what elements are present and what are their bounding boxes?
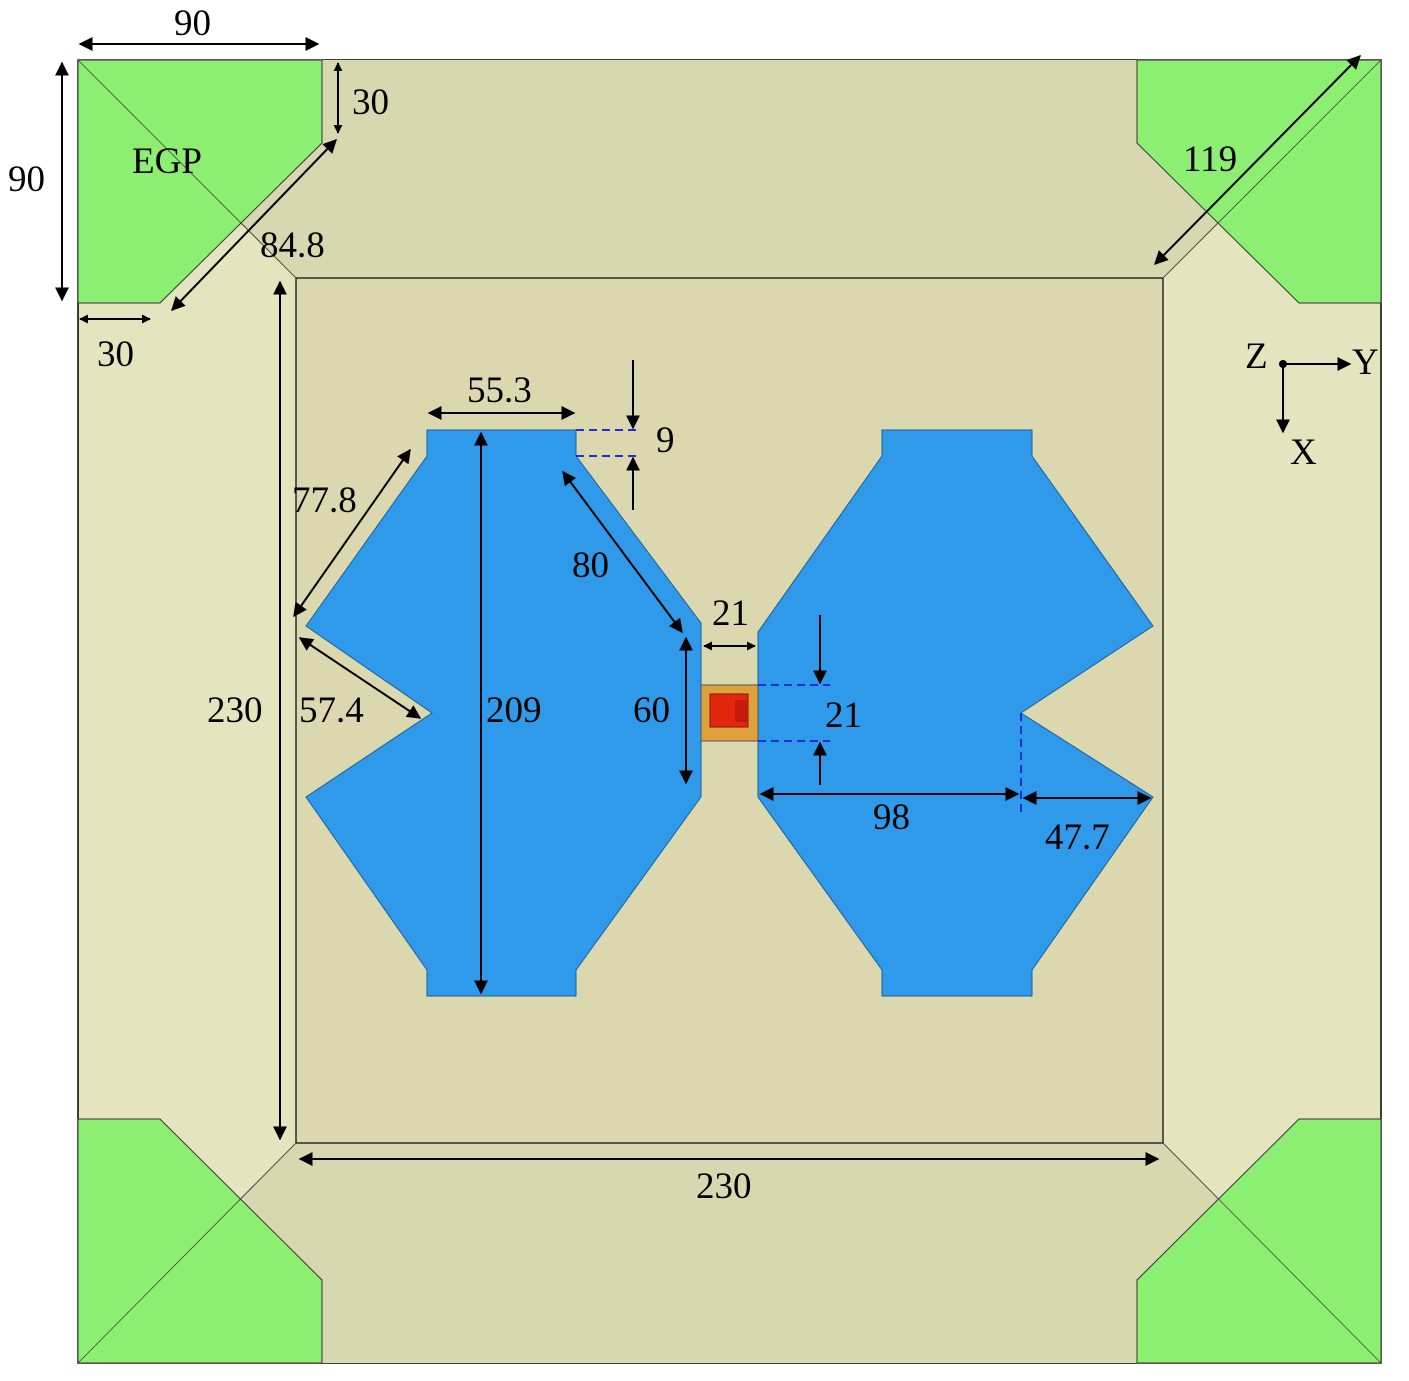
frame-top: [78, 60, 1381, 278]
dim-notch-vertical: 30: [352, 82, 389, 123]
patch-right: [757, 429, 1154, 997]
dim-patch-span: 98: [873, 797, 910, 838]
coordinate-axes: [1276, 357, 1352, 434]
dim-arrow-notch-edge: [298, 637, 422, 719]
dim-egp-height: 90: [8, 159, 45, 200]
dim-patch-step: 9: [656, 420, 675, 461]
dim-egp-width: 90: [174, 3, 211, 44]
egp-label: EGP: [132, 141, 202, 182]
axis-x-label: X: [1290, 432, 1317, 473]
dim-notch-depth: 47.7: [1045, 817, 1110, 858]
dim-notch-horizontal: 30: [97, 334, 134, 375]
dim-patch-outer-edge: 77.8: [292, 480, 357, 521]
dim-patch-length: 209: [486, 690, 542, 731]
axis-y-label: Y: [1352, 342, 1379, 383]
dim-patch-top-width: 55.3: [467, 370, 532, 411]
feed-core-tab: [735, 700, 748, 722]
dim-arrow-corner-diagonal: [1154, 55, 1361, 265]
dim-arrow-egp-bevel: [171, 138, 337, 312]
dim-inner-height: 230: [207, 690, 263, 731]
dim-egp-bevel: 84.8: [260, 225, 325, 266]
dim-gap: 21: [712, 593, 749, 634]
dim-inner-width: 230: [696, 1166, 752, 1207]
dim-feed-edge: 60: [633, 690, 670, 731]
dim-patch-inner-edge: 80: [572, 545, 609, 586]
dim-arrow-inner-edge: [562, 470, 683, 634]
egp-diagonal: [1162, 1142, 1382, 1364]
dim-arrow-outer-edge: [293, 448, 411, 618]
dim-feed-width: 21: [825, 695, 862, 736]
frame-bottom: [78, 1143, 1381, 1363]
egp-diagonal: [77, 1142, 297, 1364]
axis-z-label: Z: [1245, 336, 1268, 377]
dim-patch-notch-edge: 57.4: [299, 690, 364, 731]
dim-corner-diagonal: 119: [1183, 139, 1237, 180]
